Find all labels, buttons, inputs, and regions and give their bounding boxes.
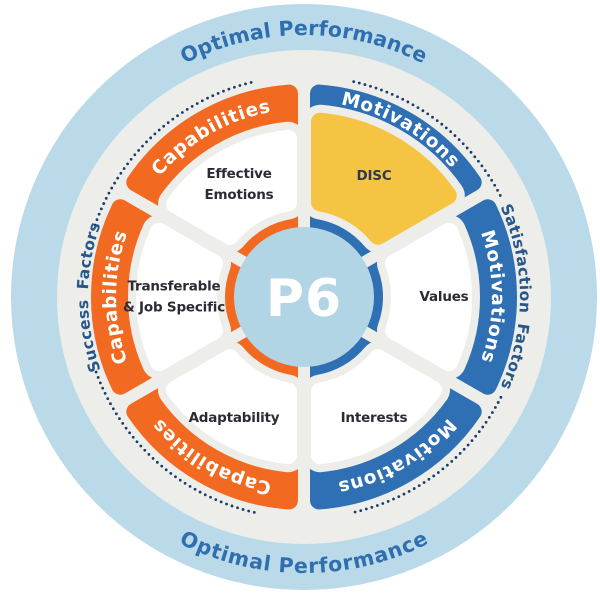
- transferable-job-specific-label: Transferable& Job Specific: [123, 279, 225, 316]
- adaptability-label: Adaptability: [189, 410, 280, 426]
- interests-label: Interests: [341, 410, 408, 426]
- disc-label: DISC: [356, 168, 391, 184]
- dotted-arc-bottom-right: [352, 395, 503, 514]
- dotted-arc-top-left: [93, 80, 256, 227]
- center-circle: [234, 227, 374, 367]
- dotted-arc-bottom-left: [93, 367, 256, 514]
- effective-emotions-segment: [166, 129, 297, 245]
- dotted-arc-top-right: [352, 80, 503, 199]
- center-label: P6: [266, 269, 342, 329]
- transferable-job-specific-segment: [136, 222, 224, 372]
- adaptability-segment: [166, 349, 297, 465]
- values-segment: [384, 222, 472, 372]
- values-label: Values: [419, 289, 468, 305]
- disc-segment: [311, 112, 457, 245]
- interests-segment: [311, 349, 442, 465]
